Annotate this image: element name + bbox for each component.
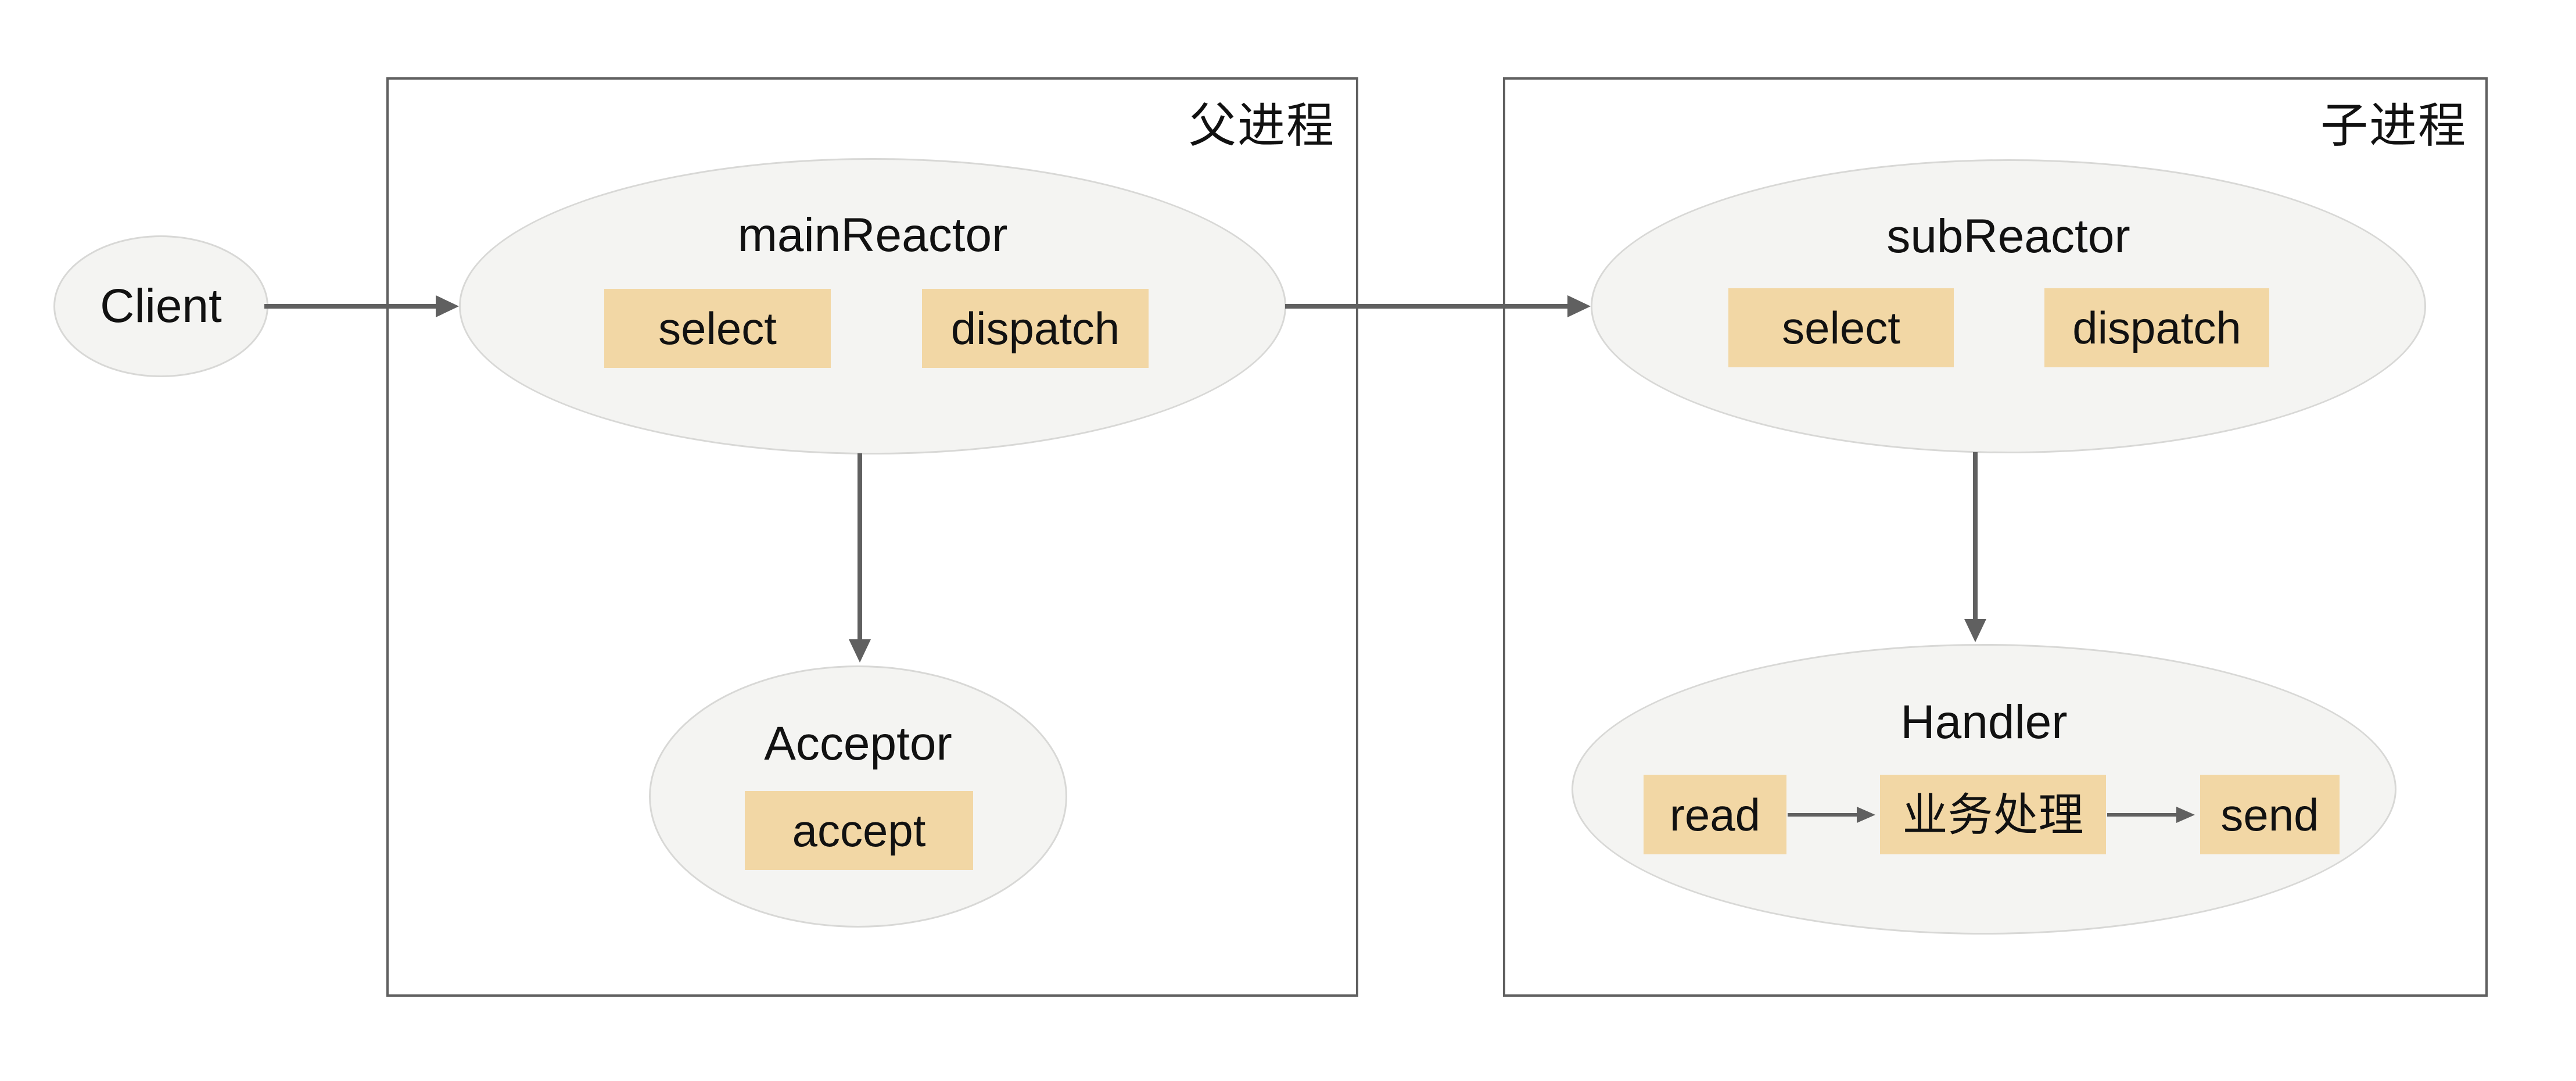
sub-reactor-label: subReactor (1886, 210, 2130, 263)
business-process-op-box: 业务处理 (1880, 775, 2106, 854)
arrowhead-right-icon (2176, 807, 2195, 823)
acceptor-label: Acceptor (764, 717, 952, 770)
handler-label: Handler (1900, 696, 2068, 749)
arrow-shaft (1973, 452, 1978, 621)
arrowhead-right-icon (436, 295, 459, 317)
child-process-box (1503, 77, 2488, 997)
sub-reactor-node (1591, 159, 2426, 453)
arrow-shaft (1788, 813, 1859, 817)
arrow-shaft (1285, 304, 1570, 309)
client-label: Client (100, 280, 222, 332)
dispatch-op-box-sub: dispatch (2044, 288, 2269, 367)
arrow-shaft (2107, 813, 2178, 817)
client-node: Client (53, 235, 268, 377)
main-reactor-node (459, 158, 1286, 454)
dispatch-op-box-main: dispatch (922, 289, 1149, 368)
arrowhead-down-icon (1964, 619, 1986, 642)
accept-op-box: accept (745, 791, 973, 870)
arrow-shaft (264, 304, 437, 309)
arrowhead-right-icon (1567, 295, 1591, 317)
arrow-shaft (858, 453, 862, 642)
main-reactor-label: mainReactor (737, 209, 1008, 262)
arrowhead-down-icon (849, 639, 871, 663)
read-op-box: read (1644, 775, 1786, 854)
select-op-box-sub: select (1728, 288, 1954, 367)
parent-process-label: 父进程 (1188, 99, 1335, 152)
arrowhead-right-icon (1857, 807, 1875, 823)
child-process-label: 子进程 (2320, 99, 2467, 152)
parent-process-box (386, 77, 1358, 997)
select-op-box-main: select (604, 289, 831, 368)
send-op-box: send (2200, 775, 2340, 854)
